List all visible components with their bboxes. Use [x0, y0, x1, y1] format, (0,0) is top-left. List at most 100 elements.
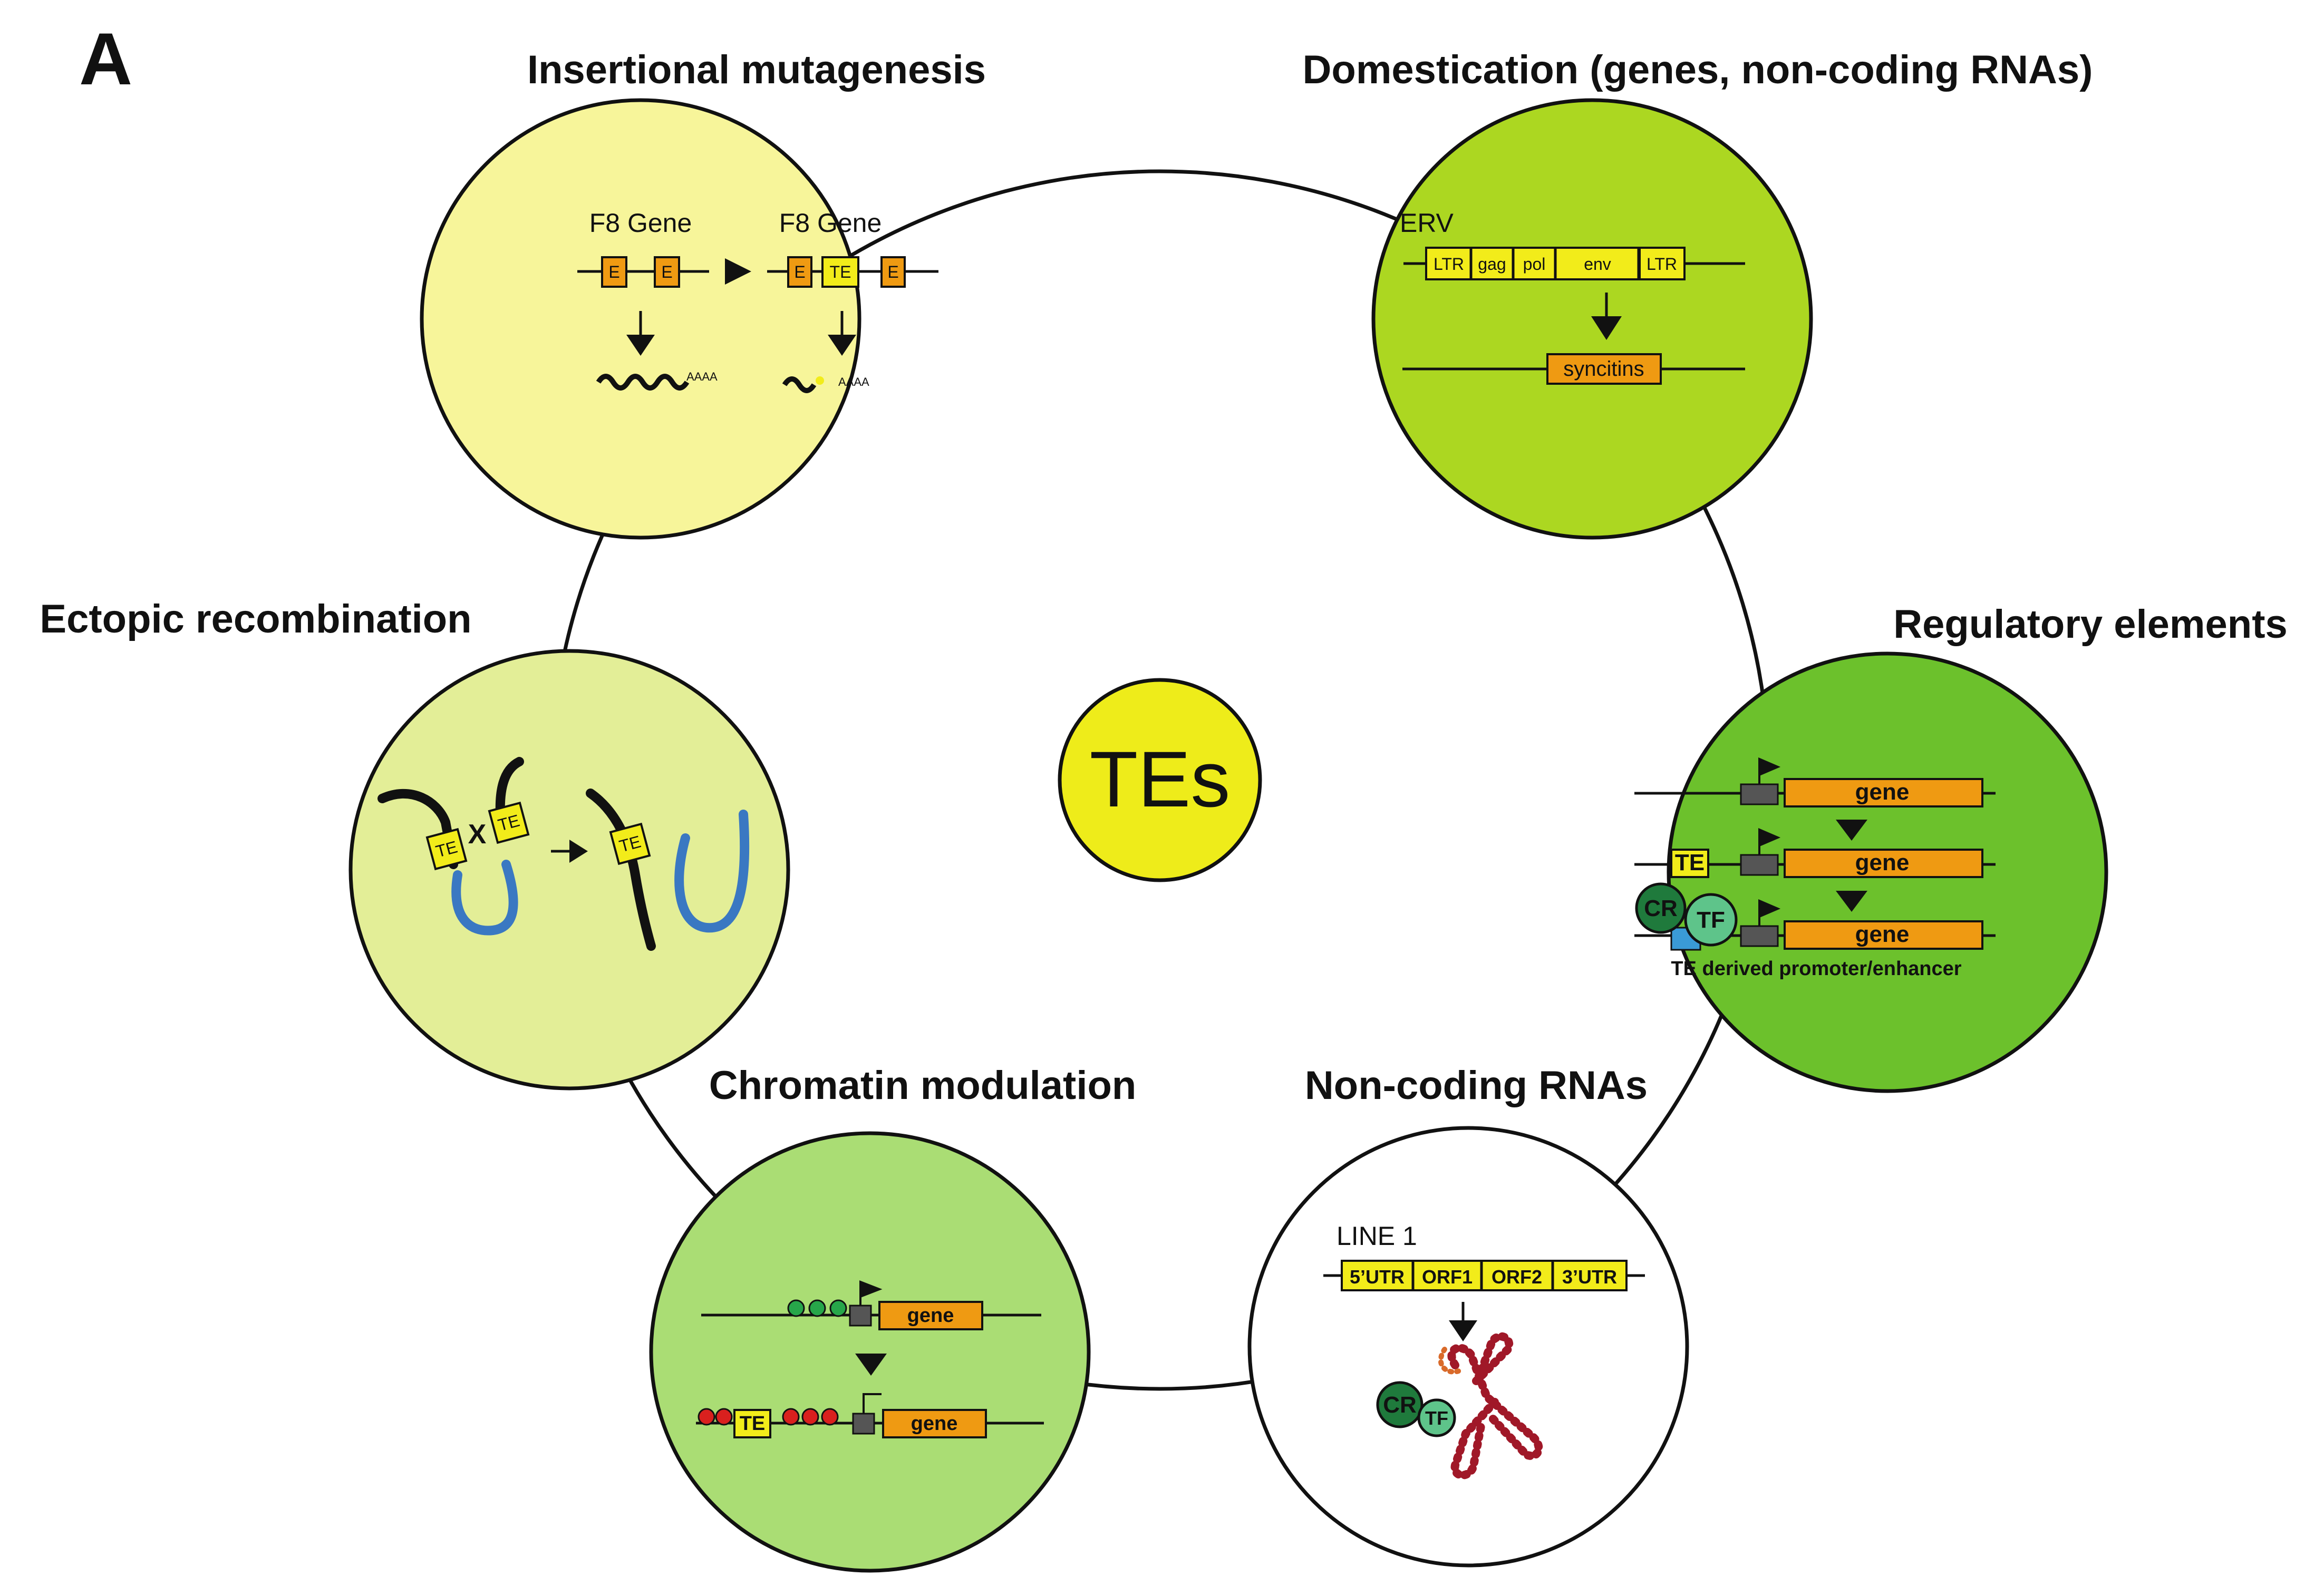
gene-box: [882, 1409, 987, 1438]
domestication-title: Domestication (genes, non-coding RNAs): [1303, 47, 2093, 92]
gene-label: gene: [1855, 779, 1910, 805]
f8-gene-left-label: F8 Gene: [589, 208, 692, 238]
te-box: [425, 828, 468, 871]
exon-box: [601, 256, 627, 288]
gene-label: gene: [911, 1413, 958, 1435]
chromatin-arrow: [855, 1354, 887, 1376]
line1-down-arrow-head: [1449, 1320, 1477, 1341]
recombined-chromosome: [586, 789, 656, 951]
domestication-circle: [1371, 98, 1813, 540]
line1-seg-5utr: 5’UTR: [1350, 1266, 1405, 1288]
transition-arrow: [725, 258, 751, 285]
exon-box: [880, 256, 906, 288]
ectopic-arrow-head: [569, 840, 588, 863]
center-circle: [1058, 678, 1262, 882]
line1-body: [1341, 1260, 1628, 1291]
chromosome-black: [377, 789, 458, 869]
te-label: TE: [830, 262, 851, 281]
tf-circle: [1684, 893, 1738, 947]
line1-label: LINE 1: [1337, 1221, 1417, 1251]
reg-arrow-2: [1836, 891, 1867, 912]
promoter-box: [1740, 854, 1779, 876]
cr-label: CR: [1644, 896, 1678, 921]
te-fragment-dot: [816, 376, 824, 385]
gene-label: gene: [907, 1305, 954, 1327]
active-mark: [787, 1299, 805, 1317]
regulatory-caption: TE derived promoter/enhancer: [1671, 958, 1961, 980]
exon-box: [654, 256, 680, 288]
section-ectopic-recombination: Ectopic recombination TE TE X TE: [40, 597, 790, 1091]
erv-segment-pol: pol: [1523, 255, 1546, 274]
cr-circle: [1635, 882, 1687, 934]
erv-down-arrow-head: [1591, 316, 1622, 340]
gene-box: [1784, 920, 1983, 950]
exon-box: [787, 256, 812, 288]
erv-body: [1425, 247, 1641, 280]
exon-label: E: [887, 262, 898, 281]
section-insertional-mutagenesis: Insertional mutagenesis F8 Gene F8 Gene …: [420, 47, 986, 540]
tss-flag-active: [859, 1280, 883, 1306]
active-mark: [829, 1299, 847, 1317]
mrna-full: [596, 374, 690, 391]
te-insert-box: [821, 256, 859, 288]
active-mark: [808, 1299, 826, 1317]
noncoding-title: Non-coding RNAs: [1305, 1063, 1648, 1108]
cr-label: CR: [1383, 1392, 1417, 1418]
erv-segment-ltr5: LTR: [1434, 255, 1464, 274]
te-box: [609, 822, 651, 865]
line1-seg-orf1: ORF1: [1422, 1266, 1473, 1288]
ectopic-title: Ectopic recombination: [40, 597, 471, 641]
ectopic-circle: [348, 649, 790, 1091]
cr-circle: [1376, 1381, 1424, 1428]
ncrna-structure: [1438, 1332, 1543, 1480]
erv-segment-gag: gag: [1478, 255, 1506, 274]
te-label: TE: [740, 1413, 766, 1435]
reg-arrow-1: [1836, 820, 1867, 841]
polya-left: AAAA: [686, 370, 718, 383]
gene-box: [1784, 778, 1983, 807]
gene-label: gene: [1855, 850, 1910, 875]
promoter-box: [849, 1305, 872, 1327]
panel-letter: A: [79, 17, 132, 100]
repressive-mark: [698, 1408, 715, 1426]
polya-right: AAAA: [838, 375, 869, 388]
tf-label: TF: [1425, 1407, 1448, 1429]
promoter-box: [1740, 783, 1779, 805]
te-box: [733, 1409, 771, 1438]
te-box: [488, 801, 530, 844]
line1-seg-3utr: 3’UTR: [1562, 1266, 1617, 1288]
erv-segment-ltr3: LTR: [1647, 255, 1677, 274]
center-label: TEs: [1090, 735, 1231, 823]
chromatin-title: Chromatin modulation: [709, 1063, 1137, 1108]
line1-seg-orf2: ORF2: [1492, 1266, 1542, 1288]
syncitin-label: syncitins: [1563, 357, 1644, 381]
repressive-mark: [801, 1408, 819, 1426]
exon-label: E: [661, 262, 672, 281]
tss-flag: [1758, 899, 1781, 926]
gene-box: [1784, 849, 1983, 878]
section-chromatin-modulation: Chromatin modulation gene TE gene: [649, 1063, 1137, 1573]
chromosome-blue: [451, 860, 518, 936]
gene-box: [878, 1301, 983, 1330]
tss-flag-silenced: [863, 1393, 882, 1414]
syncitin-box: [1546, 353, 1662, 385]
regulatory-title: Regulatory elements: [1893, 602, 2288, 647]
mrna-truncated: [782, 376, 817, 393]
te-box: [1670, 849, 1709, 878]
noncoding-circle: [1247, 1126, 1689, 1568]
repressive-mark: [821, 1408, 839, 1426]
section-domestication: Domestication (genes, non-coding RNAs) E…: [1303, 47, 2093, 540]
erv-label: ERV: [1400, 208, 1454, 238]
line1-element: 5’UTR ORF1 ORF2 3’UTR: [1341, 1260, 1628, 1291]
center-node: TEs: [1058, 678, 1262, 882]
section-regulatory-elements: Regulatory elements gene TE gene CR TF g…: [1634, 602, 2288, 1093]
promoter-box: [852, 1413, 875, 1435]
exon-label: E: [794, 262, 805, 281]
down-arrow-right-head: [828, 335, 856, 356]
chromatin-circle: [649, 1131, 1091, 1573]
repressive-mark: [715, 1408, 733, 1426]
crossover-mark: X: [468, 819, 487, 850]
insertional-title: Insertional mutagenesis: [527, 47, 986, 92]
tss-flag: [1758, 828, 1781, 855]
tf-label: TF: [1697, 907, 1725, 933]
